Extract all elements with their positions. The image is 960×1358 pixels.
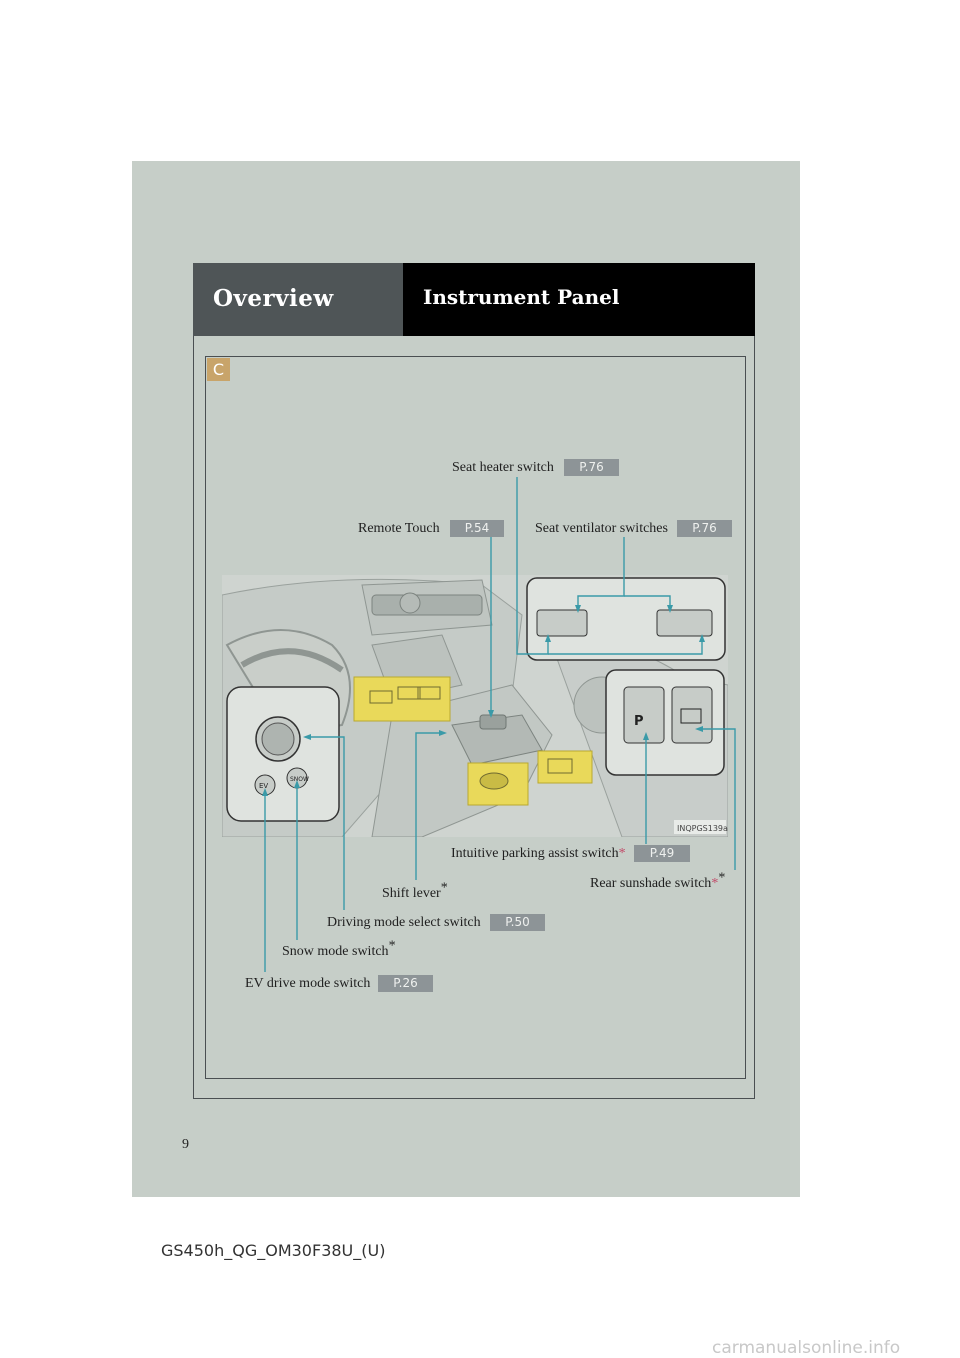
remote-touch-label: Remote Touch — [358, 521, 440, 537]
seat-heater-label: Seat heater switch — [452, 460, 554, 476]
shift-lever-text: Shift lever — [382, 886, 441, 901]
parking-assist-text: Intuitive parking assist switch — [451, 846, 619, 861]
rear-sunshade-text: Rear sunshade switch — [590, 876, 711, 891]
driving-mode-page-ref[interactable]: P.50 — [490, 914, 545, 931]
page-number: 9 — [182, 1137, 189, 1153]
document-code: GS450h_QG_OM30F38U_(U) — [161, 1241, 385, 1260]
parking-assist-label: Intuitive parking assist switch* — [451, 846, 626, 862]
snow-mode-asterisk: * — [389, 938, 396, 953]
ev-drive-label: EV drive mode switch — [245, 976, 370, 992]
parking-assist-footnote-mark: * — [619, 846, 626, 861]
ev-drive-page-ref[interactable]: P.26 — [378, 975, 433, 992]
shift-lever-label: Shift lever* — [382, 886, 448, 902]
rear-sunshade-label: Rear sunshade switch** — [590, 876, 725, 892]
seat-heater-page-ref[interactable]: P.76 — [564, 459, 619, 476]
shift-lever-asterisk: * — [441, 880, 448, 895]
snow-mode-text: Snow mode switch — [282, 944, 389, 959]
driving-mode-label: Driving mode select switch — [327, 915, 481, 931]
parking-assist-page-ref[interactable]: P.49 — [634, 845, 690, 862]
watermark: carmanualsonline.info — [712, 1338, 900, 1358]
remote-touch-page-ref[interactable]: P.54 — [450, 520, 504, 537]
seat-ventilator-page-ref[interactable]: P.76 — [677, 520, 732, 537]
rear-sunshade-asterisk: * — [718, 870, 725, 885]
snow-mode-label: Snow mode switch* — [282, 944, 396, 960]
seat-ventilator-label: Seat ventilator switches — [535, 521, 668, 537]
